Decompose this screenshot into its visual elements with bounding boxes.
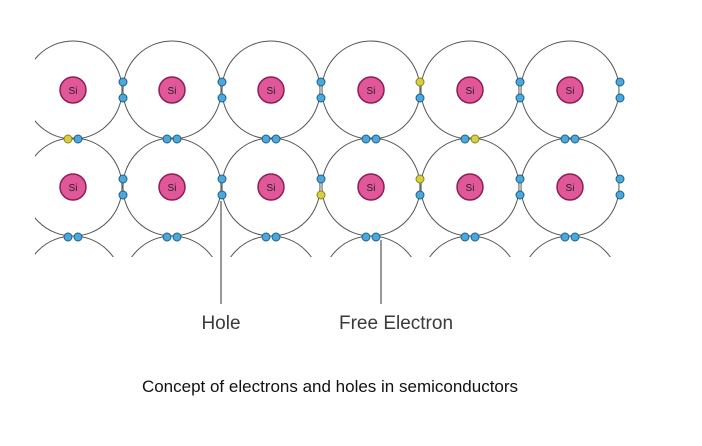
orbit-ring [35,235,114,257]
silicon-label: Si [566,183,575,194]
electron [63,232,73,242]
silicon-nucleus [59,76,87,104]
hole-marker [470,134,480,144]
electron [515,93,525,103]
electron [261,232,271,242]
silicon-label: Si [267,183,276,194]
silicon-label: Si [367,183,376,194]
electron [415,93,425,103]
electron [162,134,172,144]
electron [460,134,470,144]
silicon-label: Si [367,86,376,97]
silicon-nucleus [357,76,385,104]
orbit-ring [230,235,312,257]
electron [615,93,625,103]
electron [217,190,227,200]
silicon-label: Si [566,86,575,97]
orbit-ring [429,235,511,257]
hole-marker [316,190,326,200]
silicon-nucleus [357,173,385,201]
electron [73,232,83,242]
orbit-ring [131,235,213,257]
electron [361,232,371,242]
electron [415,190,425,200]
silicon-label: Si [466,86,475,97]
electron [118,190,128,200]
orbit-ring [529,235,611,257]
electron [371,232,381,242]
electron [615,174,625,184]
electron [460,232,470,242]
electron [73,134,83,144]
electron [361,134,371,144]
electron [615,190,625,200]
electron [172,134,182,144]
silicon-nucleus [158,173,186,201]
callouts: Hole Free Electron [201,201,453,334]
electron [515,190,525,200]
silicon-label: Si [69,183,78,194]
silicon-label: Si [466,183,475,194]
electron [515,77,525,87]
electron [118,77,128,87]
hole-label: Hole [201,313,240,334]
orbit-ring [221,40,321,140]
electron [261,134,271,144]
electron [560,232,570,242]
electron [217,93,227,103]
free-electron-label: Free Electron [339,313,453,334]
electron [172,232,182,242]
orbit-ring [520,40,620,140]
orbit-ring [330,235,412,257]
silicon-label: Si [69,86,78,97]
electron [560,134,570,144]
electron [316,93,326,103]
electron [217,174,227,184]
electron [570,232,580,242]
electron [118,174,128,184]
silicon-nucleus [257,76,285,104]
silicon-nucleus [59,173,87,201]
electron [217,77,227,87]
hole-marker [415,174,425,184]
silicon-nucleus [456,173,484,201]
electron [570,134,580,144]
electron [316,77,326,87]
silicon-label: Si [267,86,276,97]
silicon-label: Si [168,86,177,97]
silicon-nucleus [556,76,584,104]
electron [316,174,326,184]
orbit-ring [122,40,222,140]
electron [371,134,381,144]
orbit-ring [321,40,421,140]
silicon-nucleus [257,173,285,201]
hole-marker [415,77,425,87]
silicon-nucleus [158,76,186,104]
figure-caption: Concept of electrons and holes in semico… [141,377,519,396]
electron [470,232,480,242]
bond-particles [63,77,625,242]
silicon-label: Si [168,183,177,194]
electron [271,134,281,144]
orbit-ring [35,40,123,140]
electron [162,232,172,242]
silicon-nucleus [456,76,484,104]
electron [615,77,625,87]
hole-marker [63,134,73,144]
orbit-rings [35,40,620,257]
electron [515,174,525,184]
electron [271,232,281,242]
electron [118,93,128,103]
silicon-nucleus [556,173,584,201]
orbit-ring [420,40,520,140]
